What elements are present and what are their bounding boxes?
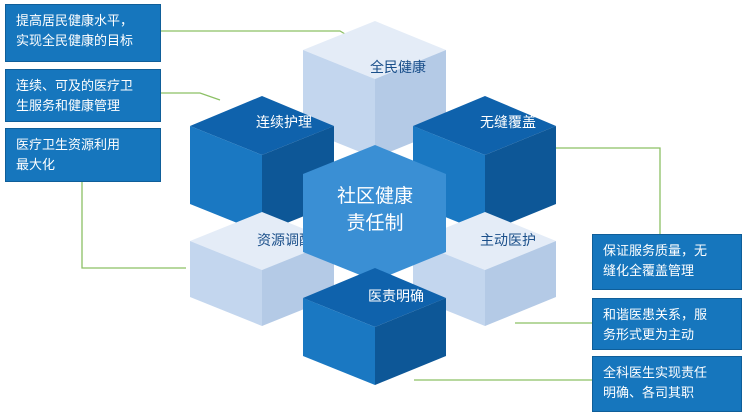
- note-left-3: 医疗卫生资源利用 最大化: [5, 128, 161, 182]
- note-right-1: 保证服务质量，无 缝化全覆盖管理: [592, 234, 742, 290]
- note-right-3: 全科医生实现责任 明确、各司其职: [592, 356, 742, 412]
- cube-upper-right-side: [485, 126, 556, 233]
- cube-lower-right: 主动医护: [413, 212, 556, 326]
- cube-top-label: 全民健康: [370, 59, 426, 76]
- note-left-2-text: 连续、可及的医疗卫 生服务和健康管理: [16, 79, 134, 114]
- note-left-1-text: 提高居民健康水平， 实现全民健康的目标: [16, 14, 134, 49]
- cube-bottom: 医责明确: [303, 268, 446, 385]
- cube-lower-left-side: [262, 241, 334, 326]
- center-hub: 社区健康 责任制: [303, 145, 446, 281]
- cube-lower-left: 资源调配: [190, 212, 334, 326]
- cube-lower-left-label: 资源调配: [257, 233, 313, 249]
- note-right-1-text: 保证服务质量，无 缝化全覆盖管理: [603, 244, 708, 279]
- center-hexagon: [303, 145, 446, 281]
- cube-upper-left-front: [190, 126, 262, 233]
- note-right-2: 和谐医患关系，服 务形式更为主动: [592, 298, 742, 350]
- cube-top-face: [303, 21, 446, 79]
- note-left-1: 提高居民健康水平， 实现全民健康的目标: [5, 4, 161, 62]
- center-title-line1: 社区健康: [337, 185, 413, 207]
- connector-left-3: [81, 182, 186, 269]
- cube-upper-left-label: 连续护理: [256, 114, 312, 131]
- connector-right-1: [549, 147, 661, 234]
- cube-lower-right-label: 主动医护: [480, 233, 536, 249]
- cube-lower-right-front: [413, 241, 485, 326]
- note-right-2-text: 和谐医患关系，服 务形式更为主动: [603, 308, 708, 343]
- cube-lower-right-top: [413, 212, 556, 270]
- cube-upper-left-top: [190, 96, 334, 155]
- note-right-3-text: 全科医生实现责任 明确、各司其职: [603, 366, 708, 401]
- cube-upper-right-label: 无缝覆盖: [480, 115, 536, 131]
- connector-left-2: [161, 92, 221, 101]
- cube-bottom-top: [303, 268, 446, 327]
- cube-bottom-front: [303, 298, 375, 385]
- cube-bottom-label: 医责明确: [368, 289, 424, 305]
- note-left-3-text: 医疗卫生资源利用 最大化: [16, 138, 121, 173]
- center-title-line2: 责任制: [346, 212, 403, 234]
- cube-lower-right-side: [485, 241, 556, 326]
- connector-left-1: [161, 30, 356, 41]
- cube-upper-right-top: [413, 96, 556, 155]
- cube-lower-left-front: [190, 241, 262, 326]
- cube-bottom-side: [375, 298, 446, 385]
- note-left-2: 连续、可及的医疗卫 生服务和健康管理: [5, 69, 161, 122]
